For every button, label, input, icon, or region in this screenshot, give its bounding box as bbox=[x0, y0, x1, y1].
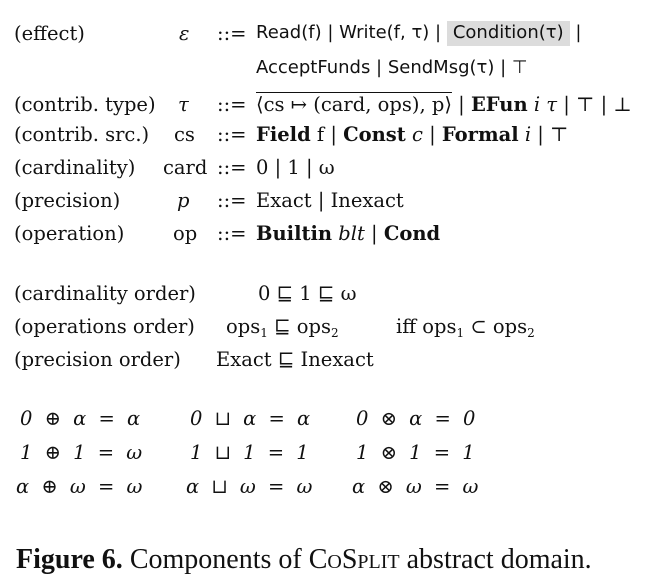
cardinality-rhs: 0 | 1 | ω bbox=[256, 156, 335, 179]
otimes-row-3: α ⊗ ω = ω bbox=[352, 475, 479, 498]
sym-contrib-type: τ bbox=[178, 93, 189, 116]
label-precision: (precision) bbox=[14, 189, 121, 212]
effect-alts-b: | bbox=[575, 22, 582, 43]
operations-order-condition: iff ops1 ⊂ ops2 bbox=[396, 315, 535, 345]
def-op-precision: ::= bbox=[217, 189, 247, 212]
operations-order-rhs: ops1 ⊑ ops2 bbox=[226, 315, 339, 345]
def-op-operation: ::= bbox=[217, 222, 247, 245]
caption-text-a: Components of bbox=[122, 544, 309, 575]
efun-keyword: EFun bbox=[470, 93, 528, 116]
sym-contrib-src: cs bbox=[174, 123, 195, 146]
label-contrib-type: (contrib. type) bbox=[14, 93, 156, 116]
iff-sub1: 1 bbox=[456, 326, 465, 340]
label-cardinality: (cardinality) bbox=[14, 156, 136, 179]
contrib-src-rhs: Field f | Const c | Formal i | ⊤ bbox=[256, 123, 568, 147]
def-op-cardinality: ::= bbox=[217, 156, 247, 179]
iff-ops: iff ops bbox=[396, 315, 457, 338]
formal-arg: i | ⊤ bbox=[518, 123, 569, 146]
def-op-contrib-type: ::= bbox=[217, 93, 247, 116]
cardinality-order-rhs: 0 ⊑ 1 ⊑ ω bbox=[258, 282, 357, 305]
const-arg: c | bbox=[405, 123, 442, 146]
effect-rhs-line1: Read(f) | Write(f, τ) | Condition(τ) | bbox=[256, 21, 582, 46]
subset-ops: ⊂ ops bbox=[464, 315, 528, 338]
contrib-type-sep: | bbox=[458, 93, 465, 116]
caption-text-b: abstract domain. bbox=[399, 544, 592, 575]
formal-keyword: Formal bbox=[441, 123, 519, 146]
builtin-arg: blt bbox=[332, 222, 365, 245]
caption-system-name: CoSplit bbox=[308, 544, 400, 575]
precision-rhs: Exact | Inexact bbox=[256, 189, 404, 212]
field-keyword: Field bbox=[256, 123, 311, 146]
label-operation: (operation) bbox=[14, 222, 125, 245]
sqcup-row-3: α ⊔ ω = ω bbox=[186, 475, 313, 498]
otimes-row-2: 1 ⊗ 1 = 1 bbox=[356, 441, 475, 464]
otimes-row-1: 0 ⊗ α = 0 bbox=[356, 407, 476, 430]
ops-rel: ⊑ bbox=[267, 315, 297, 338]
iff-sub2: 2 bbox=[527, 326, 535, 340]
efun-args: i τ | ⊤ | ⊥ bbox=[527, 93, 632, 116]
label-precision-order: (precision order) bbox=[14, 348, 181, 371]
label-cardinality-order: (cardinality order) bbox=[14, 282, 196, 305]
sym-effect: ε bbox=[179, 22, 190, 45]
ops-a: ops bbox=[226, 315, 261, 338]
sqcup-row-2: 1 ⊔ 1 = 1 bbox=[190, 441, 309, 464]
label-contrib-src: (contrib. src.) bbox=[14, 123, 150, 146]
label-operations-order: (operations order) bbox=[14, 315, 195, 338]
operation-sep: | bbox=[364, 222, 384, 245]
sym-cardinality: card bbox=[163, 156, 208, 179]
ops-b-sub: 2 bbox=[331, 326, 339, 340]
cond-keyword: Cond bbox=[383, 222, 441, 245]
contrib-type-rhs: ⟨cs ↦ (card, ops), p⟩ | EFun i τ | ⊤ | ⊥ bbox=[256, 93, 632, 117]
sym-operation: op bbox=[173, 222, 198, 245]
ops-b: ops bbox=[296, 315, 332, 338]
sym-precision: p bbox=[177, 189, 190, 212]
operation-rhs: Builtin blt | Cond bbox=[256, 222, 440, 246]
oplus-row-3: α ⊕ ω = ω bbox=[16, 475, 143, 498]
effect-alts-a: Read(f) | Write(f, τ) | bbox=[256, 22, 442, 43]
oplus-row-1: 0 ⊕ α = α bbox=[20, 407, 141, 430]
contrib-type-map: ⟨cs ↦ (card, ops), p⟩ bbox=[256, 93, 452, 116]
ops-a-sub: 1 bbox=[260, 326, 268, 340]
effect-rhs-line2: AcceptFunds | SendMsg(τ) | ⊤ bbox=[256, 57, 528, 78]
figure-number: Figure 6. bbox=[16, 544, 123, 575]
precision-order-rhs: Exact ⊑ Inexact bbox=[216, 348, 374, 371]
sqcup-row-1: 0 ⊔ α = α bbox=[190, 407, 311, 430]
const-keyword: Const bbox=[343, 123, 406, 146]
effect-condition-highlight: Condition(τ) bbox=[446, 21, 570, 46]
figure-caption: Figure 6. Components of CoSplit abstract… bbox=[16, 544, 592, 576]
def-op-effect: ::= bbox=[217, 22, 247, 45]
oplus-row-2: 1 ⊕ 1 = ω bbox=[20, 441, 143, 464]
def-op-contrib-src: ::= bbox=[217, 123, 247, 146]
label-effect: (effect) bbox=[14, 22, 85, 45]
builtin-keyword: Builtin bbox=[256, 222, 333, 245]
field-arg: f | bbox=[310, 123, 344, 146]
